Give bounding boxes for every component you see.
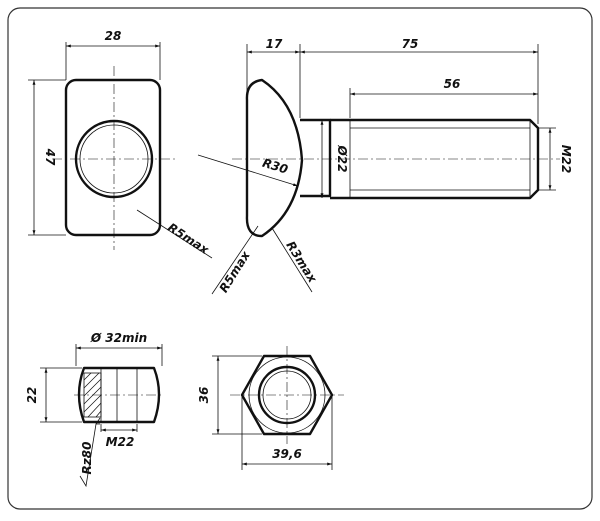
washer-width-label: 28 <box>105 29 122 43</box>
nut-thread-label: M22 <box>106 435 135 449</box>
roughness-label: Rz80 <box>80 442 94 475</box>
nut-height-label: 22 <box>25 387 39 404</box>
bolt-thread-label: M22 <box>559 145 573 174</box>
bolt-head-length-label: 17 <box>266 37 283 51</box>
nut-hexagon <box>240 354 334 436</box>
roughness-symbol <box>79 423 100 488</box>
nut-side-outline <box>77 366 161 424</box>
nut-chamfer-label: Ø 32min <box>90 331 147 345</box>
nut-top-view: 36 39,6 <box>197 346 344 470</box>
washer-outline <box>64 78 162 237</box>
drawing-frame <box>7 7 593 510</box>
bolt-shank-length-label: 75 <box>402 37 419 51</box>
bolt-thread-length-label: 56 <box>444 77 461 91</box>
nut-top-height-label: 36 <box>197 387 211 404</box>
nut-side-view: Ø 32min 22 M22 Rz80 <box>25 331 164 488</box>
nut-across-corners-label: 39,6 <box>272 447 302 461</box>
bolt-diameter-label: Ø22 <box>335 145 349 173</box>
washer-height-label: 47 <box>43 148 57 166</box>
